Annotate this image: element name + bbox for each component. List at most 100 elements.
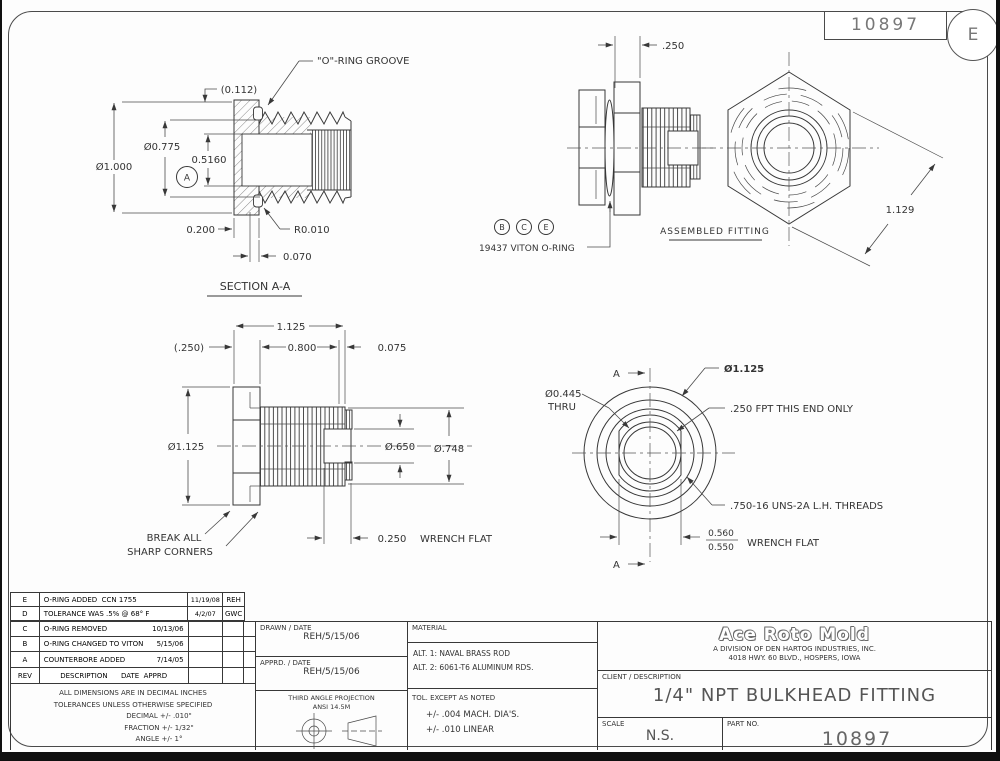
note-line: ALL DIMENSIONS ARE IN DECIMAL INCHES	[59, 689, 207, 697]
rev-spacer	[244, 637, 255, 651]
scale-value: N.S.	[645, 728, 675, 744]
drawing-number-box: 10897	[824, 11, 947, 40]
fpt-note: .250 FPT THIS END ONLY	[730, 404, 854, 415]
rev-row-header: REV DESCRIPTION DATE APPRD	[10, 668, 256, 684]
projection-line2: ANSI 14.5M	[312, 703, 351, 711]
scale-label: SCALE	[602, 720, 625, 728]
client-block: CLIENT / DESCRIPTION 1/4" NPT BULKHEAD F…	[597, 670, 992, 718]
dim-assembled-250: .250	[662, 41, 684, 52]
balloon-c	[516, 219, 532, 235]
rev-date: 4/2/07	[188, 607, 224, 620]
balloon-b	[494, 219, 510, 235]
balloon-b-letter: B	[499, 223, 505, 232]
dim-dia-1000: Ø1.000	[96, 161, 133, 173]
rev-spacer	[244, 622, 255, 636]
part-number-block: PART NO. 10897	[722, 717, 992, 750]
thread-note: .750-16 UNS-2A L.H. THREADS	[730, 501, 883, 512]
dim-dia-thread: Ø.748	[434, 443, 464, 455]
rev-letter: B	[11, 637, 40, 651]
rev-letter: D	[11, 607, 40, 620]
dim-flange-thk: 0.200	[186, 225, 215, 236]
section-marker-top: A	[613, 369, 620, 380]
part-number-value: 10897	[821, 728, 893, 750]
client-description: 1/4" NPT BULKHEAD FITTING	[652, 685, 937, 706]
rev-letter: REV	[11, 668, 40, 683]
oring-groove-feature	[253, 106, 263, 121]
revision-circle: E	[947, 9, 996, 61]
dim-dia-flange: Ø1.125	[168, 441, 205, 453]
rev-row-e: E O-RING ADDED CCN 1755 11/19/08 REH	[10, 592, 245, 607]
rev-letter: C	[11, 622, 40, 636]
material-alt1: ALT. 1: NAVAL BRASS ROD	[413, 649, 511, 658]
drawing-canvas: Ø1.000 Ø0.775 0.5160 A (0.112) "O"-RING …	[96, 36, 944, 571]
fillet-label: R0.010	[294, 225, 330, 236]
rev-date	[189, 637, 224, 651]
dim-dia-wrench: Ø.650	[385, 441, 415, 453]
dim-hex-1129: 1.129	[886, 205, 915, 216]
body-front-view: A A Ø1.125 Ø0.445 THRU .250 FPT THIS END…	[545, 363, 883, 571]
wrench-flat-label-side: WRENCH FLAT	[420, 534, 493, 545]
tolerance-label: TOL. EXCEPT AS NOTED	[412, 694, 496, 702]
projection-block: THIRD ANGLE PROJECTION ANSI 14.5M	[255, 690, 408, 750]
approved-value: REH/5/15/06	[303, 667, 360, 677]
rev-description: COUNTERBORE ADDED	[43, 655, 126, 664]
note-break-all: BREAK ALL	[147, 533, 202, 544]
projection-line1: THIRD ANGLE PROJECTION	[288, 694, 375, 702]
rev-description: O-RING ADDED CCN 1755	[43, 595, 137, 604]
rev-header-labels: DESCRIPTION DATE APPRD	[40, 668, 189, 683]
scale-block: SCALE N.S.	[597, 717, 723, 750]
dim-wrench-lower: 0.550	[708, 543, 734, 553]
company-address: 4018 HWY. 60 BLVD., HOSPERS, IOWA	[728, 654, 861, 662]
oring-groove-label: "O"-RING GROOVE	[317, 56, 409, 67]
rev-approved	[223, 637, 245, 651]
front-bore-note: THRU	[547, 402, 576, 413]
assembled-side-view: .250 B C E 19437 VITON O-RING ASSEMBLED …	[479, 36, 770, 254]
body-side-view: 1.125 (.250) 0.800 0.075 Ø1.125 Ø.650	[127, 322, 493, 558]
note-line: ANGLE +/- 1°	[135, 735, 183, 743]
rev-letter: A	[11, 652, 40, 667]
material-alt2: ALT. 2: 6061-T6 ALUMINUM RDS.	[413, 663, 534, 672]
general-notes-block: ALL DIMENSIONS ARE IN DECIMAL INCHES TOL…	[10, 684, 256, 750]
company-block: Ace Roto Mold A DIVISION OF DEN HARTOG I…	[597, 621, 992, 671]
balloon-e	[538, 219, 554, 235]
client-label: CLIENT / DESCRIPTION	[602, 673, 681, 681]
rev-date: 11/19/08	[188, 593, 224, 606]
front-dia-flange: Ø1.125	[724, 363, 764, 375]
dim-lip: 0.070	[283, 252, 312, 263]
section-aa-title: SECTION A-A	[220, 280, 291, 293]
tolerance-note1: +/- .004 MACH. DIA'S.	[426, 710, 520, 720]
dim-relief: 0.075	[378, 343, 407, 354]
drawn-block: DRAWN / DATE REH/5/15/06	[255, 621, 408, 657]
rev-date	[189, 668, 224, 683]
rev-description: O-RING REMOVED	[43, 625, 108, 633]
rev-inline-date: 7/14/05	[156, 655, 184, 664]
rev-description: TOLERANCE WAS .5% @ 68° F	[43, 609, 150, 618]
sheet-border-frame	[8, 11, 988, 747]
company-division: A DIVISION OF DEN HARTOG INDUSTRIES, INC…	[713, 645, 876, 653]
rev-description: O-RING CHANGED TO VITON	[43, 640, 144, 648]
assembled-hex-view: 1.129	[702, 52, 944, 267]
dim-flange-ref: (.250)	[174, 343, 204, 354]
note-line: FRACTION +/- 1/32"	[124, 723, 194, 732]
balloon-e-letter: E	[543, 223, 548, 232]
rev-date	[189, 622, 224, 636]
assembled-title: ASSEMBLED FITTING	[660, 227, 770, 237]
rev-inline-date: 5/15/06	[156, 640, 184, 648]
approved-block: APPRD. / DATE REH/5/15/06	[255, 656, 408, 691]
dim-thread-len: 0.800	[288, 343, 317, 354]
company-logo-text: Ace Roto Mold	[719, 625, 870, 645]
tolerance-note2: +/- .010 LINEAR	[426, 725, 495, 735]
rev-approved: REH	[226, 595, 241, 604]
dim-bore-05160: 0.5160	[192, 155, 227, 166]
balloon-c-letter: C	[521, 223, 527, 232]
rev-letter: E	[11, 593, 40, 606]
part-number-label: PART NO.	[727, 720, 760, 728]
viton-oring-label: 19437 VITON O-RING	[479, 244, 575, 254]
rev-row-d: D TOLERANCE WAS .5% @ 68° F 4/2/07 GWC	[10, 607, 245, 621]
note-line: TOLERANCES UNLESS OTHERWISE SPECIFIED	[53, 700, 213, 709]
third-angle-projection-icon	[296, 713, 382, 749]
wrench-flat-label-front: WRENCH FLAT	[747, 538, 820, 549]
dim-groove-ref: (0.112)	[221, 85, 258, 96]
